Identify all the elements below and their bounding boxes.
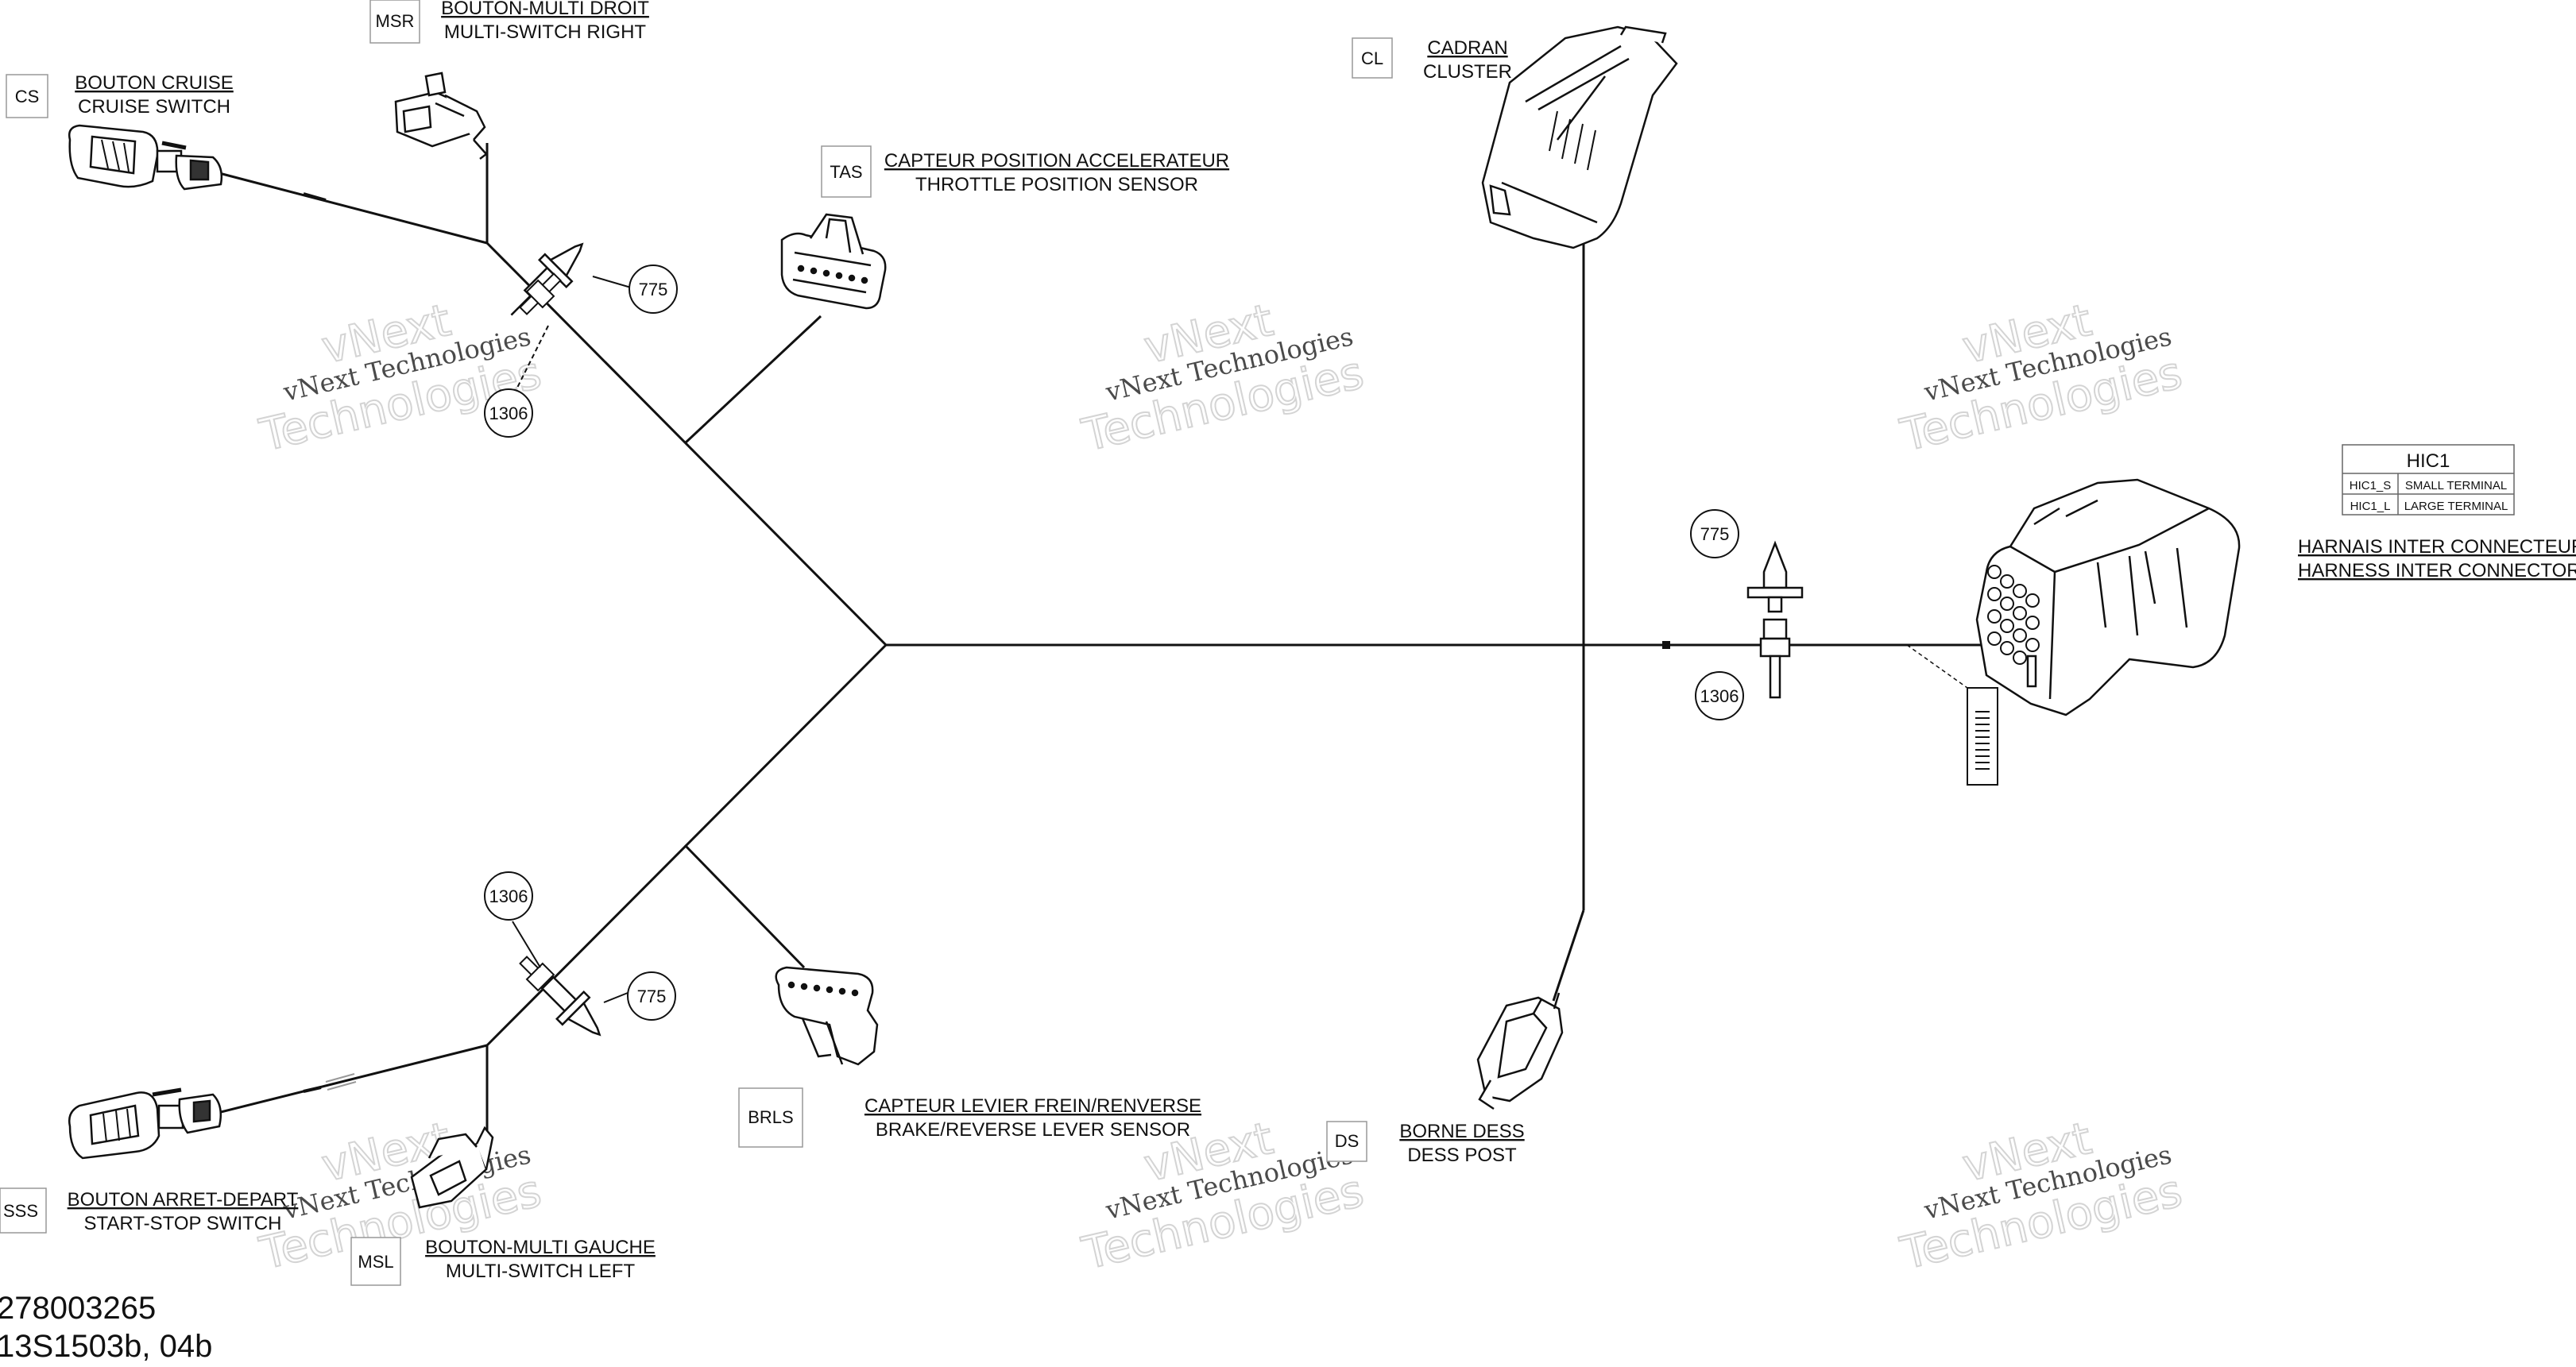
callout-leader: [512, 921, 541, 968]
callout-label: 1306: [489, 404, 528, 423]
callout-label: 775: [639, 280, 668, 299]
wire-marker: [303, 192, 327, 202]
cruise-switch-wire: [219, 172, 488, 245]
connector-label-en: CRUISE SWITCH: [78, 96, 230, 118]
callout-circle: [484, 871, 533, 921]
table-cell: HIC1_S: [2350, 479, 2392, 492]
callout-circle: [1690, 509, 1739, 558]
wire-marker: [161, 141, 187, 150]
footer: 278003265 13S1503b, 04b: [0, 1291, 212, 1364]
cable-tie-icon: [1759, 618, 1791, 699]
dess-post-connector: [1476, 992, 1564, 1110]
connector-code: SSS: [3, 1201, 38, 1221]
wire-marker: [1662, 641, 1670, 649]
terminal-detail-icon: [1967, 687, 1998, 786]
connector-label-en: BRAKE/REVERSE LEVER SENSOR: [876, 1119, 1190, 1141]
connector-label-en: DESS POST: [1407, 1145, 1517, 1166]
table-title: HIC1: [2407, 450, 2450, 472]
connector-label-en: HARNESS INTER CONNECTOR: [2298, 560, 2576, 581]
callout-circle: [1695, 671, 1744, 720]
connector-label-fr: BOUTON CRUISE: [75, 72, 234, 94]
connector-label-fr: BOUTON-MULTI DROIT: [441, 0, 649, 19]
table-cell: SMALL TERMINAL: [2405, 479, 2507, 492]
callout-leader: [592, 276, 632, 288]
table-cell: HIC1_L: [2350, 500, 2391, 513]
connector-label-en: START-STOP SWITCH: [84, 1213, 282, 1234]
wire-marker: [303, 1086, 322, 1093]
callout-circle: [629, 265, 678, 314]
connector-label-en: CLUSTER: [1423, 61, 1512, 83]
drawing-reference: 13S1503b, 04b: [0, 1329, 212, 1363]
connector-label-en: MULTI-SWITCH LEFT: [446, 1261, 636, 1282]
code-boxes: [0, 0, 1393, 1286]
connector-label-en: THROTTLE POSITION SENSOR: [915, 174, 1198, 195]
start-stop-wire: [214, 1044, 488, 1115]
dess-wire: [1552, 909, 1585, 1002]
cluster-connector: [1481, 25, 1678, 249]
wire-marker: [152, 1087, 182, 1097]
push-clip-icon: [540, 975, 601, 1037]
brake-reverse-lever-sensor-connector: [775, 966, 879, 1066]
push-clip-icon: [1746, 540, 1804, 613]
start-stop-switch-connector: [68, 1091, 222, 1160]
callouts: [484, 265, 1744, 1021]
upper-branch-wire: [485, 241, 888, 647]
table-cell: LARGE TERMINAL: [2404, 500, 2508, 513]
callout-label: 1306: [1700, 686, 1739, 706]
part-number: 278003265: [0, 1291, 156, 1326]
connector-label-fr: CAPTEUR POSITION ACCELERATEUR: [884, 150, 1229, 172]
callout-label: 775: [1700, 524, 1730, 544]
push-clip-icon: [510, 242, 584, 316]
callout-label: 1306: [489, 886, 528, 906]
hic-terminal-table: HIC1 HIC1_S SMALL TERMINAL HIC1_L LARGE …: [2342, 444, 2515, 516]
connector-label-fr: CAPTEUR LEVIER FREIN/RENVERSE: [864, 1095, 1201, 1117]
throttle-position-sensor-connector: [780, 213, 887, 310]
callout-circle: [484, 388, 533, 438]
tas-wire: [683, 315, 822, 445]
wire-tape-mark: [325, 1073, 357, 1091]
connector-label-en: MULTI-SWITCH RIGHT: [444, 21, 647, 43]
connector-label-fr: BORNE DESS: [1399, 1121, 1524, 1142]
hic-labels: HARNAIS INTER CONNECTEUR HARNESS INTER C…: [2298, 536, 2576, 581]
harness-inter-connector-drawing: [1975, 478, 2241, 716]
connector-label-fr: BOUTON-MULTI GAUCHE: [425, 1237, 656, 1258]
connector-code: MSL: [358, 1252, 393, 1272]
connector-code: DS: [1335, 1131, 1360, 1151]
connector-code: MSR: [376, 11, 415, 31]
code-labels: CS MSR TAS CL BRLS DS SSS MSL: [3, 11, 1383, 1272]
callout-label: 775: [637, 987, 667, 1006]
callout-leader: [512, 325, 549, 398]
connector-code: CL: [1361, 48, 1383, 68]
multi-switch-right-connector: [394, 71, 488, 160]
connector-label-fr: HARNAIS INTER CONNECTEUR: [2298, 536, 2576, 558]
connector-label-fr: BOUTON ARRET-DEPART: [68, 1189, 299, 1211]
connector-code: TAS: [830, 162, 862, 182]
connector-label-fr: CADRAN: [1427, 37, 1507, 59]
cable-tie-icon: [519, 272, 562, 315]
callout-leader: [603, 992, 629, 1003]
connector-code: BRLS: [748, 1107, 793, 1127]
callout-circle: [627, 971, 676, 1021]
connector-labels: BOUTON CRUISE CRUISE SWITCH BOUTON-MULTI…: [68, 0, 1525, 1282]
brls-wire: [683, 844, 806, 969]
harness-wires: [214, 143, 2030, 1152]
cruise-switch-connector: [68, 124, 223, 191]
connector-code: CS: [15, 87, 40, 106]
detail-leader: [1906, 644, 1968, 689]
watermark-group: vNext vNext Technologies Technologies vN…: [254, 294, 2187, 1281]
callout-labels: 775 1306 775 1306 1306 775: [489, 280, 1739, 1006]
multi-switch-left-connector: [410, 1126, 494, 1209]
